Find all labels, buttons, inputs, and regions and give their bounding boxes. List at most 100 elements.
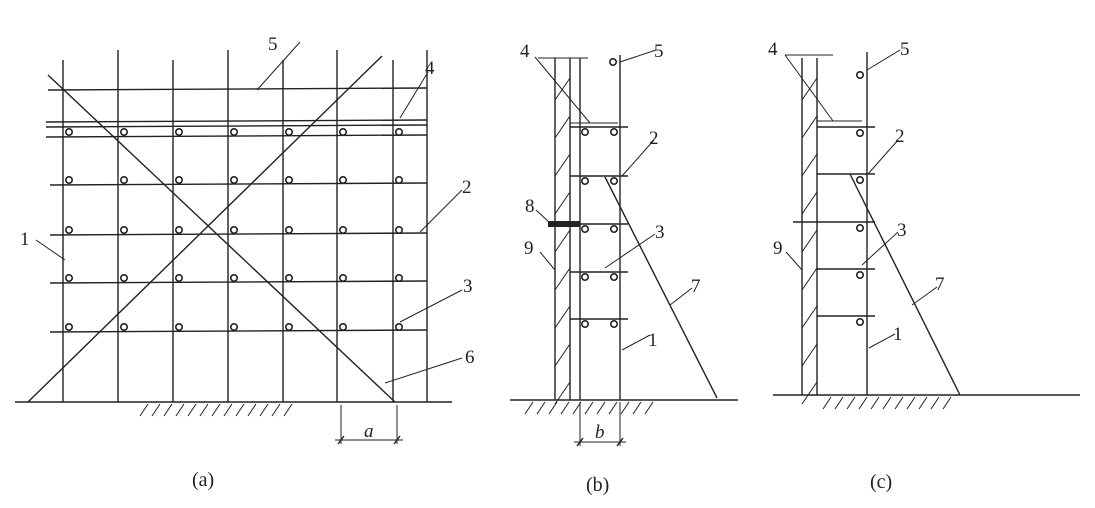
cross-brace [27, 55, 383, 403]
ground-hatch [644, 401, 654, 415]
coupler-icon [284, 176, 293, 185]
coupler-icon [394, 128, 403, 137]
label-8: 8 [525, 196, 535, 217]
label-4: 4 [768, 39, 778, 60]
coupler-icon [855, 129, 864, 138]
cross-brace [47, 74, 396, 403]
leader-5 [866, 49, 901, 71]
railing [47, 87, 428, 91]
wall-hatch [554, 229, 571, 253]
leader-2 [419, 189, 463, 233]
leader-2 [867, 139, 899, 175]
leader-1 [35, 239, 66, 261]
coupler-icon [230, 226, 239, 235]
leader-9 [539, 251, 556, 271]
ground-hatch [894, 396, 904, 410]
coupler-icon [230, 273, 239, 282]
label-9: 9 [524, 238, 534, 259]
label-9: 9 [773, 238, 783, 259]
leader-3 [861, 231, 899, 266]
ground-hatch [548, 401, 558, 415]
ground-hatch [632, 401, 642, 415]
caption-a: (a) [192, 469, 214, 491]
wall-hatch [801, 343, 818, 367]
coupler-icon [338, 273, 347, 282]
coupler-icon [230, 128, 239, 137]
wall-hatch [801, 115, 818, 139]
wall-tie [548, 221, 580, 227]
leader-3 [399, 289, 463, 323]
diagonal-brace [849, 173, 961, 396]
dimension-tick [576, 437, 584, 447]
label-2: 2 [462, 177, 472, 198]
coupler-icon [855, 270, 864, 279]
toe-board-rail [45, 119, 428, 123]
wall-hatch [554, 305, 571, 329]
coupler-icon [608, 57, 617, 66]
leader-7 [669, 287, 693, 306]
label-5: 5 [900, 39, 910, 60]
wall-hatch [801, 229, 818, 253]
coupler-icon [580, 319, 589, 328]
ground-hatch [259, 403, 269, 417]
ground-hatch [596, 401, 606, 415]
coupler-icon [65, 128, 74, 137]
wall-hatch [554, 343, 571, 367]
ground-hatch [822, 396, 832, 410]
ledger [49, 182, 428, 186]
ground-hatch [247, 403, 257, 417]
leader-6 [384, 357, 463, 384]
coupler-icon [580, 272, 589, 281]
ground-hatch [283, 403, 293, 417]
coupler-icon [394, 322, 403, 331]
leader-8 [535, 209, 550, 223]
label-1: 1 [20, 229, 30, 250]
ground-hatch [942, 396, 952, 410]
label-3: 3 [463, 276, 473, 297]
leader-4 [784, 54, 834, 122]
label-3: 3 [897, 220, 907, 241]
dimension-tick [393, 435, 401, 445]
toe-board-rail [45, 134, 428, 138]
coupler-icon [120, 176, 129, 185]
wall-hatch [801, 267, 818, 291]
label-4: 4 [520, 41, 530, 62]
coupler-icon [175, 176, 184, 185]
ground-hatch [584, 401, 594, 415]
coupler-icon [855, 317, 864, 326]
label-4: 4 [425, 58, 435, 79]
ground-hatch [139, 403, 149, 417]
coupler-icon [284, 128, 293, 137]
coupler-icon [338, 226, 347, 235]
coupler-icon [284, 322, 293, 331]
wall-hatch [801, 153, 818, 177]
wall-hatch [801, 191, 818, 215]
wall-hatch [801, 305, 818, 329]
leader-2 [621, 139, 655, 177]
ledger [49, 232, 428, 236]
ground-hatch [199, 403, 209, 417]
label-1: 1 [893, 324, 903, 345]
leader-5 [619, 49, 657, 63]
label-7: 7 [935, 274, 945, 295]
ground-hatch [560, 401, 570, 415]
leader-4 [534, 56, 591, 124]
label-7: 7 [691, 276, 701, 297]
ground-hatch [187, 403, 197, 417]
coupler-icon [175, 322, 184, 331]
ground-hatch [608, 401, 618, 415]
coupler-icon [175, 226, 184, 235]
ground-hatch [223, 403, 233, 417]
coupler-icon [230, 322, 239, 331]
label-6: 6 [465, 347, 475, 368]
ground-hatch [834, 396, 844, 410]
coupler-icon [175, 273, 184, 282]
coupler-icon [65, 226, 74, 235]
ground-hatch [235, 403, 245, 417]
ledger [49, 329, 428, 333]
label-1: 1 [648, 330, 658, 351]
ground-hatch [846, 396, 856, 410]
ground-hatch [930, 396, 940, 410]
